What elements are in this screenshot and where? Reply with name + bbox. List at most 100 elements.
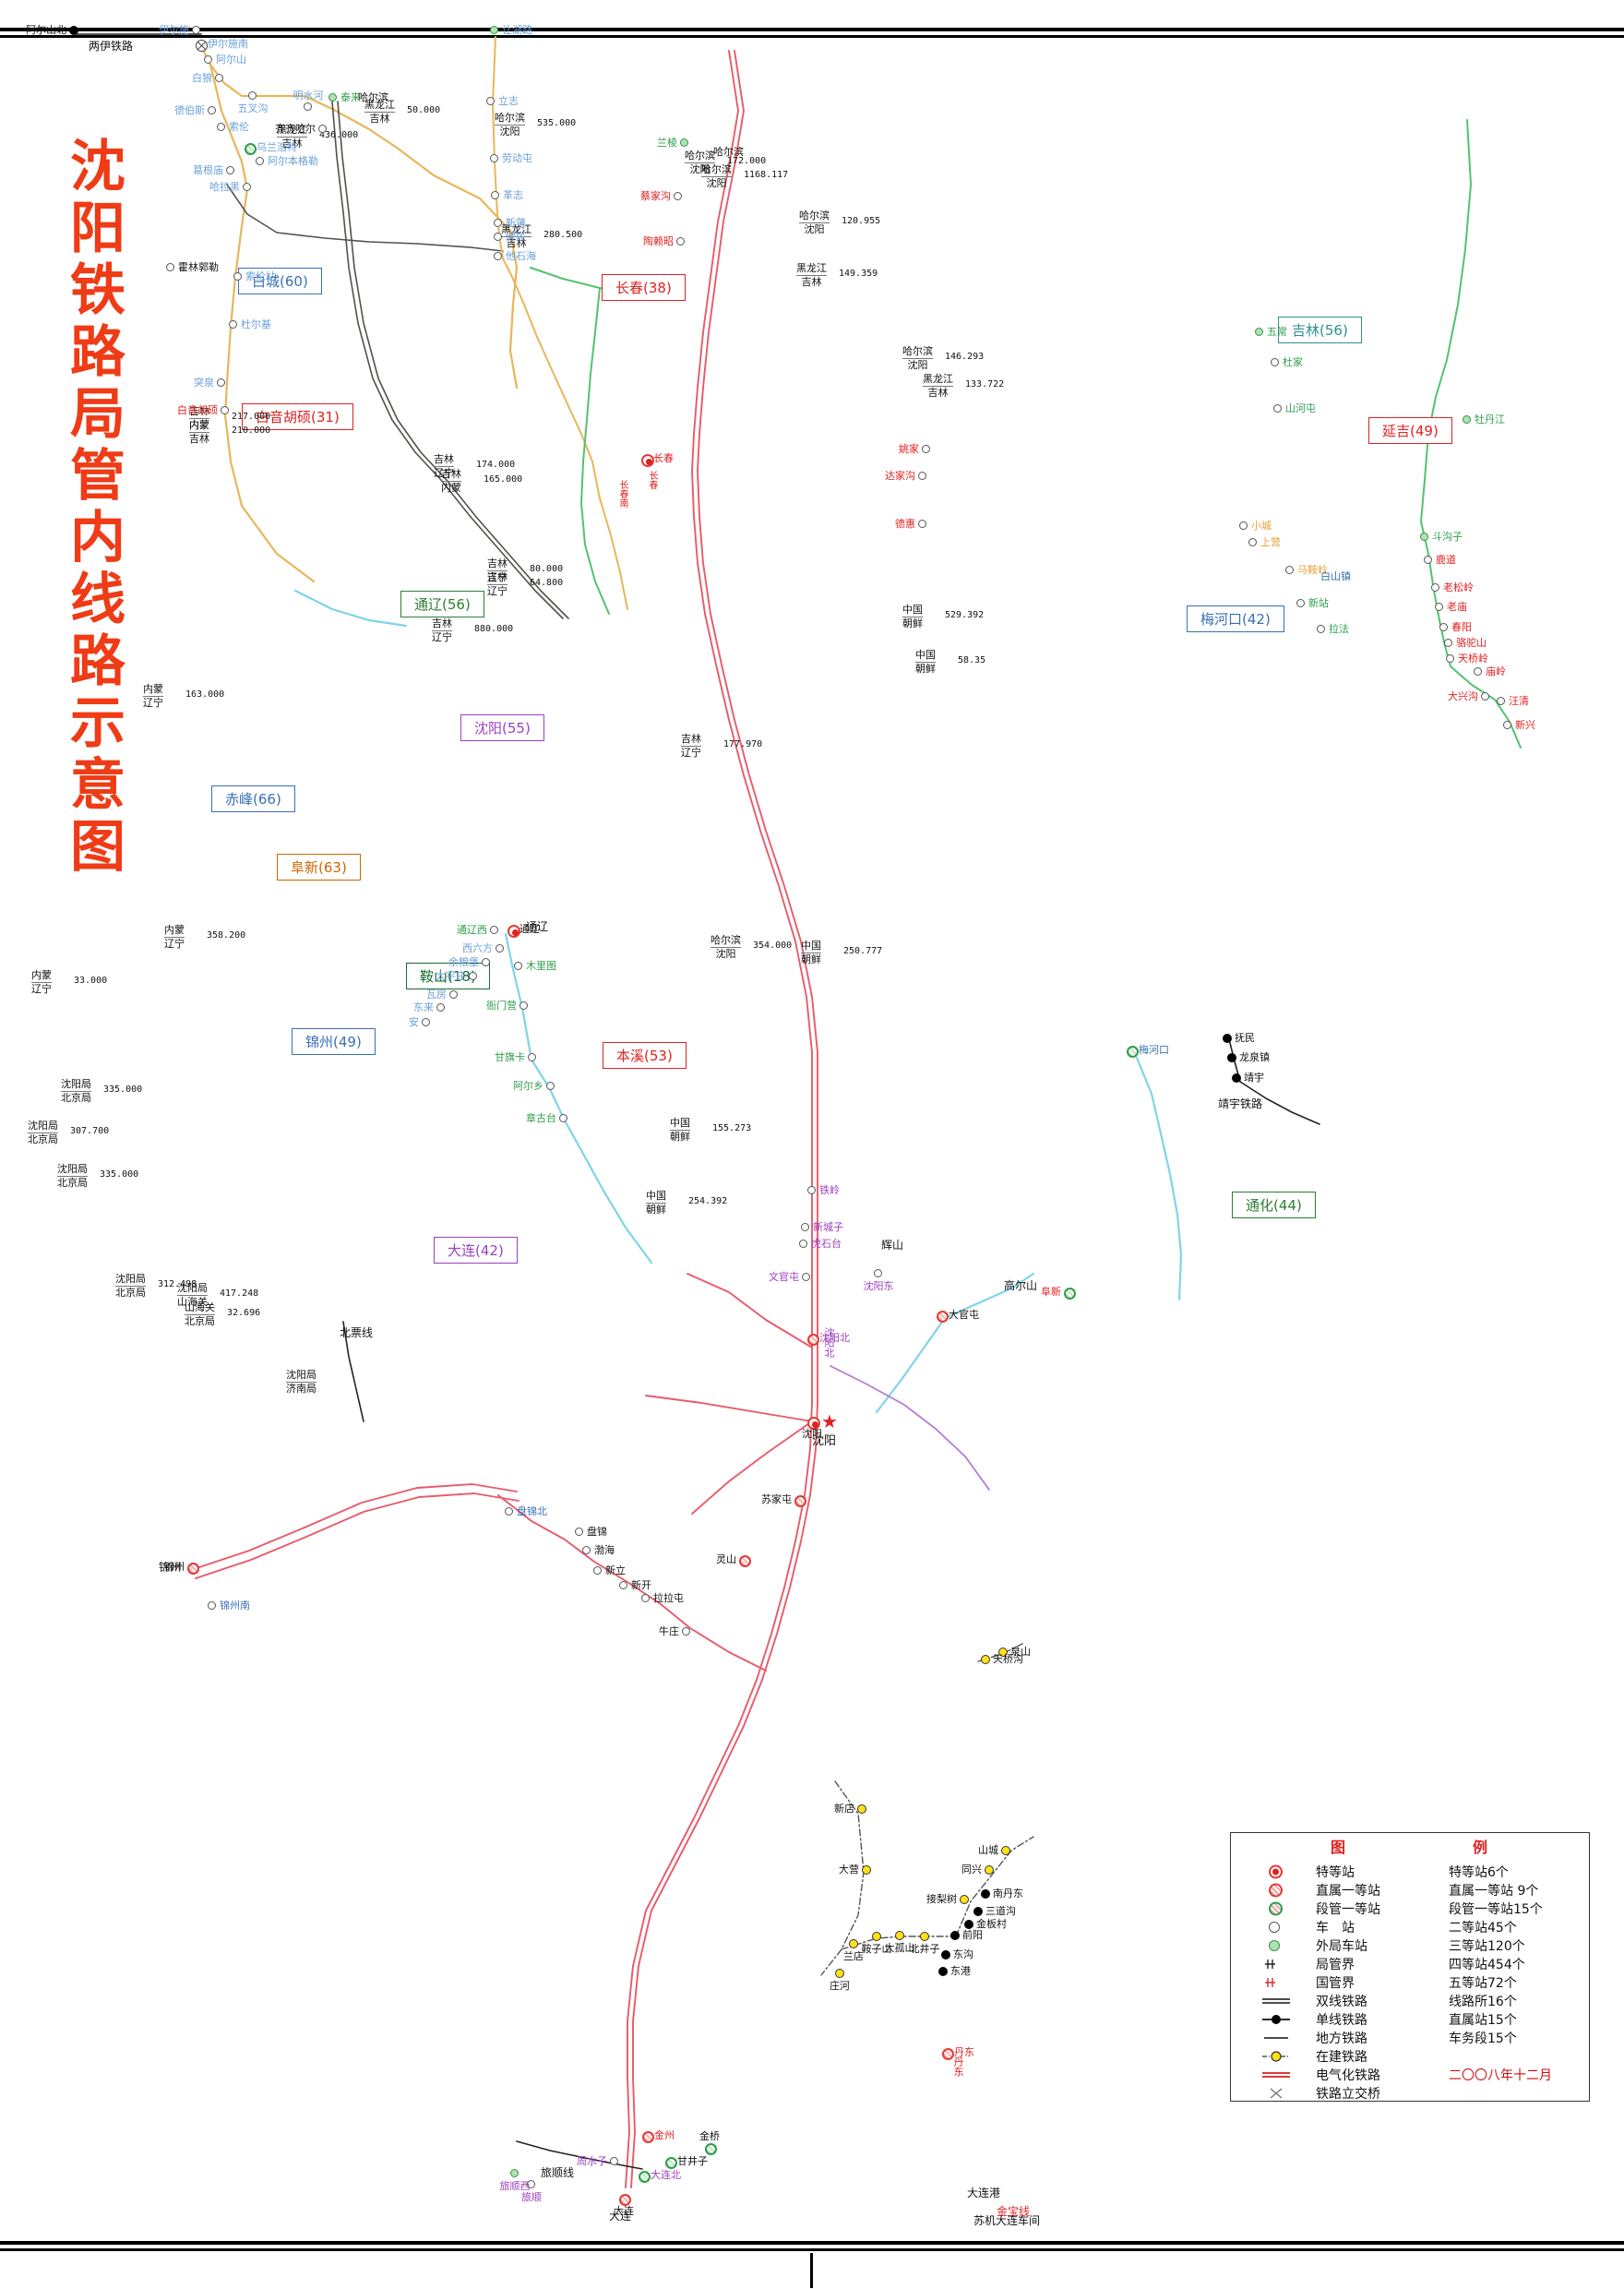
station-marker[interactable] [872, 1932, 881, 1941]
station-marker[interactable] [674, 192, 682, 200]
station-marker[interactable] [1271, 358, 1279, 366]
station-marker[interactable] [582, 1546, 591, 1554]
station-marker[interactable] [641, 1594, 650, 1602]
station-marker[interactable] [233, 272, 242, 281]
station-marker[interactable] [807, 1417, 820, 1430]
station-marker[interactable] [1248, 538, 1257, 546]
station-marker[interactable] [739, 1555, 751, 1567]
station-marker[interactable] [494, 252, 502, 260]
station-marker[interactable] [1503, 721, 1511, 729]
station-marker[interactable] [469, 972, 477, 980]
station-marker[interactable] [918, 520, 926, 528]
station-marker[interactable] [519, 1001, 528, 1010]
station-marker[interactable] [422, 1018, 430, 1026]
station-marker[interactable] [449, 990, 458, 999]
station-marker[interactable] [960, 1895, 969, 1904]
station-marker[interactable] [985, 1865, 994, 1875]
station-marker[interactable] [436, 1003, 445, 1012]
station-marker[interactable] [682, 1627, 690, 1636]
station-marker[interactable] [243, 183, 251, 191]
station-marker[interactable] [1431, 583, 1439, 592]
station-marker[interactable] [248, 91, 257, 100]
station-marker[interactable] [807, 1186, 816, 1194]
station-marker[interactable] [559, 1114, 567, 1122]
station-marker[interactable] [575, 1528, 583, 1536]
station-marker[interactable] [221, 406, 229, 414]
station-marker[interactable] [680, 138, 688, 147]
station-marker[interactable] [490, 154, 498, 162]
station-marker[interactable] [973, 1907, 983, 1916]
station-marker[interactable] [862, 1865, 871, 1875]
station-marker[interactable] [318, 125, 327, 133]
station-marker[interactable] [1127, 1046, 1139, 1058]
station-marker[interactable] [1317, 625, 1325, 633]
station-marker[interactable] [794, 1495, 806, 1507]
station-marker[interactable] [799, 1240, 807, 1248]
station-marker[interactable] [981, 1889, 990, 1899]
station-marker[interactable] [807, 1334, 819, 1346]
station-marker[interactable] [208, 106, 216, 114]
station-marker[interactable] [938, 1967, 948, 1976]
station-marker[interactable] [802, 1273, 810, 1281]
station-marker[interactable] [508, 925, 520, 938]
station-marker[interactable] [1497, 697, 1505, 705]
station-marker[interactable] [215, 74, 223, 82]
station-marker[interactable] [204, 55, 212, 64]
station-marker[interactable] [1285, 566, 1294, 574]
station-marker[interactable] [705, 2143, 717, 2155]
station-marker[interactable] [1446, 654, 1454, 663]
station-marker[interactable] [1255, 328, 1263, 336]
station-marker[interactable] [166, 263, 174, 271]
station-marker[interactable] [1481, 692, 1489, 701]
station-marker[interactable] [1420, 533, 1428, 541]
station-marker[interactable] [1001, 1846, 1010, 1855]
station-marker[interactable] [619, 1581, 627, 1589]
station-marker[interactable] [256, 157, 264, 165]
station-marker[interactable] [1424, 556, 1432, 564]
station-marker[interactable] [1296, 599, 1305, 607]
station-marker[interactable] [514, 962, 522, 970]
station-marker[interactable] [1435, 603, 1443, 611]
station-marker[interactable] [950, 1931, 960, 1940]
station-marker[interactable] [1474, 667, 1482, 676]
station-marker[interactable] [505, 1507, 513, 1516]
station-marker[interactable] [849, 1939, 858, 1948]
station-marker[interactable] [510, 2169, 519, 2177]
station-marker[interactable] [1232, 1073, 1241, 1083]
station-marker[interactable] [801, 1223, 809, 1231]
railway-overpass-icon[interactable] [196, 40, 208, 52]
station-marker[interactable] [208, 1601, 216, 1610]
station-marker[interactable] [304, 102, 312, 111]
station-marker[interactable] [642, 2131, 654, 2143]
station-marker[interactable] [226, 166, 234, 174]
station-marker[interactable] [676, 237, 685, 246]
station-marker[interactable] [494, 219, 502, 227]
station-marker[interactable] [1227, 1053, 1236, 1062]
station-marker[interactable] [1444, 639, 1452, 647]
station-marker[interactable] [187, 1563, 199, 1575]
station-marker[interactable] [981, 1655, 990, 1664]
station-marker[interactable] [639, 2171, 651, 2183]
station-marker[interactable] [641, 454, 654, 467]
station-marker[interactable] [1064, 1288, 1076, 1300]
station-marker[interactable] [937, 1311, 949, 1323]
station-marker[interactable] [920, 1932, 929, 1941]
station-marker[interactable] [490, 926, 498, 934]
station-marker[interactable] [1223, 1034, 1232, 1043]
station-marker[interactable] [610, 2157, 618, 2165]
station-marker[interactable] [217, 123, 225, 131]
station-marker[interactable] [494, 233, 502, 241]
station-marker[interactable] [964, 1920, 973, 1929]
station-marker[interactable] [619, 2194, 631, 2206]
station-marker[interactable] [527, 2180, 535, 2188]
station-marker[interactable] [895, 1931, 904, 1940]
station-marker[interactable] [593, 1566, 602, 1575]
station-marker[interactable] [941, 1950, 950, 1959]
station-marker[interactable] [1439, 623, 1448, 631]
station-marker[interactable] [229, 320, 237, 329]
station-marker[interactable] [491, 191, 499, 199]
station-marker[interactable] [1239, 521, 1248, 530]
station-marker[interactable] [922, 445, 930, 453]
station-marker[interactable] [1463, 415, 1471, 424]
station-marker[interactable] [217, 378, 225, 387]
